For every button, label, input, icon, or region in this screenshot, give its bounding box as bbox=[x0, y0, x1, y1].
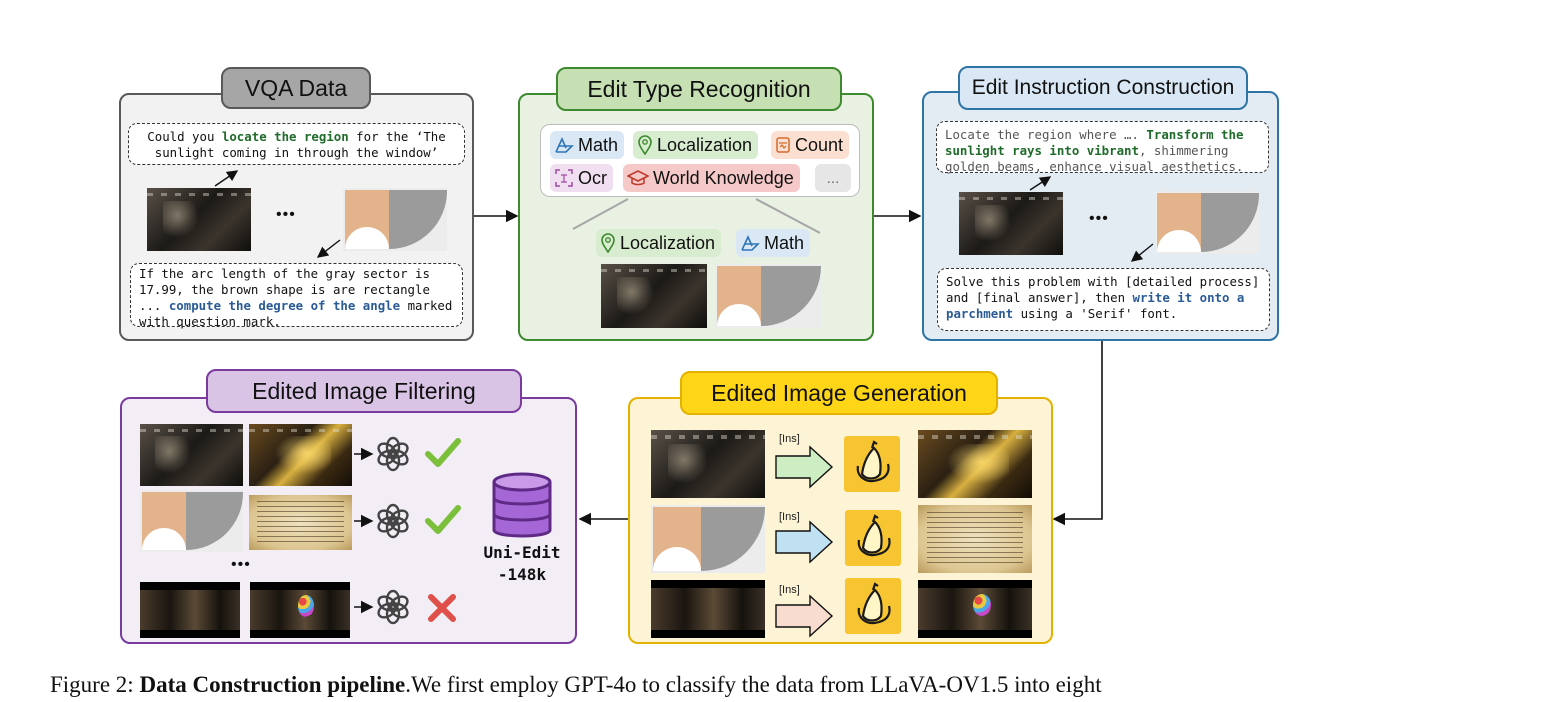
triangle-icon bbox=[555, 137, 574, 153]
ins-label-2: [Ins] bbox=[779, 511, 800, 523]
counter-icon bbox=[776, 137, 790, 153]
filter-edited-parchment bbox=[249, 495, 352, 550]
vqa-data-title: VQA Data bbox=[221, 67, 371, 109]
generation-edited-film bbox=[918, 580, 1032, 638]
vqa-ellipsis: ••• bbox=[276, 206, 296, 223]
vqa-question-math: If the arc length of the gray sector is … bbox=[130, 263, 463, 329]
ins-label-3: [Ins] bbox=[779, 584, 800, 596]
filter-source-photo bbox=[140, 424, 243, 486]
type-chip-count: Count bbox=[771, 131, 850, 159]
ins-arrow-1 bbox=[775, 445, 834, 489]
cross-icon bbox=[428, 594, 456, 622]
selected-chip-math: Math bbox=[736, 229, 811, 257]
gpt-judge-icon bbox=[377, 503, 409, 539]
ins-label-1: [Ins] bbox=[779, 433, 800, 445]
instruction-math-text: Solve this problem with [detailed proces… bbox=[937, 268, 1270, 331]
filter-edited-photo bbox=[249, 424, 352, 486]
filter-source-geometry bbox=[140, 490, 243, 552]
database-icon bbox=[492, 472, 552, 538]
selected-chip-localization: Localization bbox=[596, 229, 722, 257]
generation-source-geometry bbox=[651, 505, 765, 573]
vqa-photo-thumbnail bbox=[147, 188, 251, 251]
ins-arrow-3 bbox=[775, 594, 834, 638]
filter-row-arrows bbox=[354, 447, 374, 614]
generation-edited-photo bbox=[918, 430, 1032, 498]
recognition-photo-thumbnail bbox=[601, 264, 707, 328]
ocr-scan-icon bbox=[555, 169, 573, 187]
generation-title: Edited Image Generation bbox=[680, 371, 998, 415]
generation-source-photo bbox=[651, 430, 765, 498]
triangle-icon bbox=[741, 235, 760, 251]
filtering-title: Edited Image Filtering bbox=[206, 369, 522, 413]
vqa-pointer-arrows bbox=[214, 170, 341, 258]
instruction-localization-text: Locate the region where …. Transform the… bbox=[936, 121, 1269, 174]
instruction-geometry-thumbnail bbox=[1155, 191, 1259, 254]
recognition-geometry-thumbnail bbox=[715, 264, 821, 328]
figure-caption: Figure 2: Data Construction pipeline.We … bbox=[50, 672, 1102, 697]
banana-model-icon bbox=[845, 510, 901, 566]
gpt-judge-icon bbox=[377, 436, 409, 472]
type-chip-localization: Localization bbox=[633, 131, 759, 159]
vqa-geometry-thumbnail bbox=[343, 188, 447, 251]
generation-edited-parchment bbox=[918, 505, 1032, 573]
banana-model-icon bbox=[845, 578, 901, 634]
type-chip-world-knowledge: World Knowledge bbox=[623, 164, 800, 192]
instruction-photo-thumbnail bbox=[959, 192, 1063, 255]
instruction-ellipsis: ••• bbox=[1089, 210, 1109, 227]
dataset-name-label: Uni-Edit -148k bbox=[483, 543, 561, 584]
filter-source-film bbox=[140, 582, 240, 638]
recognition-connector-lines bbox=[572, 198, 821, 234]
graduation-cap-icon bbox=[627, 170, 649, 186]
banana-model-icon bbox=[844, 436, 900, 492]
recognition-title: Edit Type Recognition bbox=[556, 67, 842, 111]
arrow-instruction-to-generation bbox=[1052, 341, 1103, 526]
filter-edited-film bbox=[250, 582, 350, 638]
instruction-title: Edit Instruction Construction bbox=[958, 66, 1248, 110]
type-chip-ocr: Ocr bbox=[550, 164, 613, 192]
location-pin-icon bbox=[601, 233, 615, 253]
generation-source-film bbox=[651, 580, 765, 638]
type-chip-math: Math bbox=[550, 131, 625, 159]
filtering-ellipsis: ••• bbox=[231, 556, 251, 573]
location-pin-icon bbox=[638, 135, 652, 155]
check-icon bbox=[425, 505, 461, 534]
type-chip-more: ... bbox=[815, 164, 851, 192]
ins-arrow-2 bbox=[775, 520, 834, 564]
gpt-judge-icon bbox=[377, 589, 409, 625]
vqa-question-localization: Could you locate the region for the ‘The… bbox=[128, 123, 465, 165]
instruction-pointer-arrows bbox=[1029, 176, 1154, 262]
check-icon bbox=[425, 438, 461, 467]
